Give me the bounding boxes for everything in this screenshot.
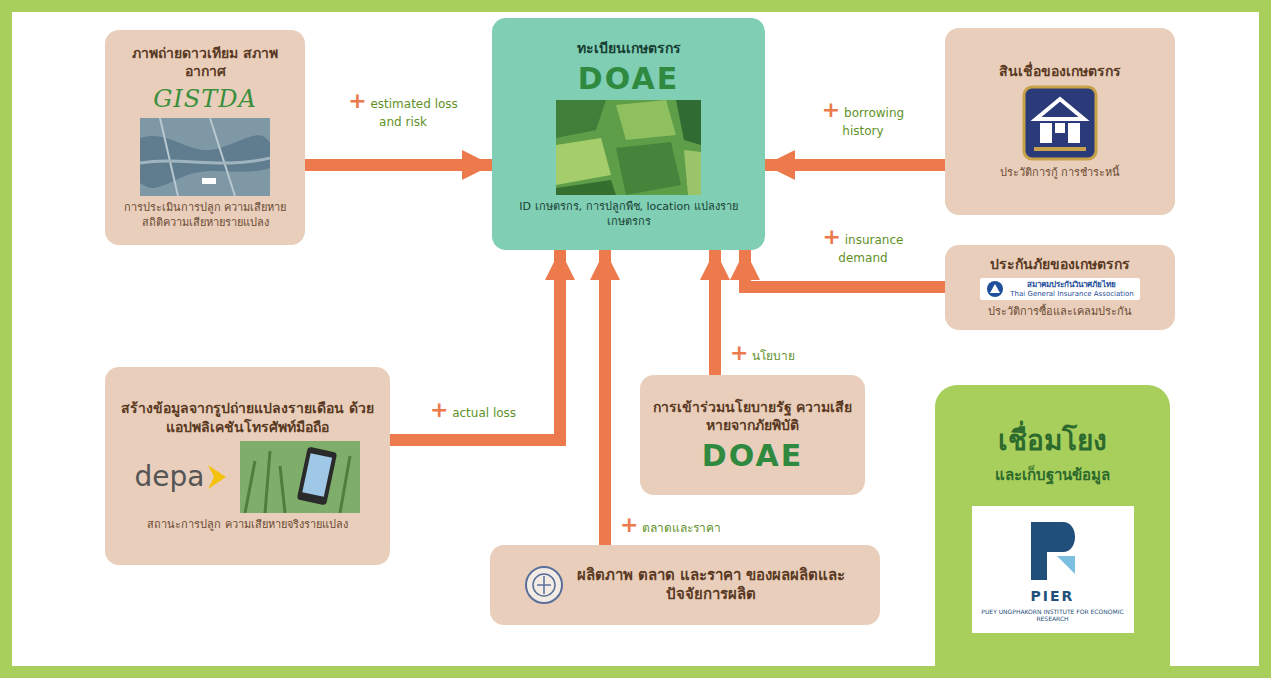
pier-group: PIER PUEY UNGPHAKORN INSTITUTE FOR ECONOM… (972, 506, 1134, 634)
source-box: การเข้าร่วมนโยบายรัฐ ความเสียหายจากภัยพิ… (640, 375, 865, 495)
logo-text: Thai General Insurance Association (1010, 290, 1133, 298)
row-group: depa (135, 441, 361, 513)
logo-text: depa (135, 463, 205, 491)
ministry-seal (524, 565, 564, 605)
frame-border (6, 6, 1265, 672)
node-body: ประวัติการกู้ การชำระหนี้ (1000, 166, 1121, 181)
insurance-logo-mark (986, 280, 1004, 298)
node-body: ประวัติการซื้อและเคลมประกัน (988, 305, 1132, 320)
source-box: ประกันภัยของเกษตรกร สมาคมประกันวินาศภัยไ… (945, 245, 1175, 330)
arrow-label: + insurance demand (800, 222, 926, 267)
arrow-label: + ตลาดและราคา (617, 510, 758, 540)
tgia-txt-group: สมาคมประกันวินาศภัยไทยThai General Insur… (1010, 280, 1133, 298)
node-heading: สร้างข้อมูลจากรูปถ่ายแปลงรายเดือน ด้วยแอ… (113, 399, 382, 435)
logo-text: PIER (1031, 588, 1075, 604)
phone-photo (240, 441, 360, 513)
node-heading: การเข้าร่วมนโยบายรัฐ ความเสียหายจากภัยพิ… (648, 398, 857, 434)
bank-logo (1022, 85, 1098, 161)
logo-text: PUEY UNGPHAKORN INSTITUTE FOR ECONOMIC R… (978, 608, 1128, 624)
node-heading: สินเชื่อของเกษตรกร (999, 62, 1121, 80)
database-panel: เชื่อมโยงและเก็บฐานข้อมูล PIER PUEY UNGPH… (935, 385, 1170, 672)
arrow-label: + borrowing history (800, 95, 926, 140)
node-heading: ผลิตภาพ ตลาด และราคา ของผลผลิตและปัจจัยก… (576, 566, 846, 605)
node-heading: ประกันภัยของเกษตรกร (990, 255, 1130, 273)
depa-group: depa (135, 463, 229, 491)
arrow-label: + นโยบาย (727, 338, 828, 368)
node-body: สถานะการปลูก ความเสียหายจริงรายแปลง (147, 518, 348, 533)
logo-text: DOAE (578, 62, 679, 95)
node-heading: ภาพถ่ายดาวเทียม สภาพอากาศ (113, 44, 297, 80)
panel-heading: เชื่อมโยง (998, 424, 1107, 458)
pier-logo-mark (1023, 518, 1083, 584)
flow-arrow (709, 250, 721, 375)
registry-box: ทะเบียนเกษตรกร DOAE ID เกษตรกร, การปลูกพื… (492, 18, 765, 250)
source-box: ผลิตภาพ ตลาด และราคา ของผลผลิตและปัจจัยก… (490, 545, 880, 625)
logo-text: สมาคมประกันวินาศภัยไทย (1027, 280, 1116, 290)
source-box: ภาพถ่ายดาวเทียม สภาพอากาศ GISTDA การประเม… (105, 30, 305, 245)
panel-subheading: และเก็บฐานข้อมูล (995, 463, 1110, 487)
node-heading: ทะเบียนเกษตรกร (577, 39, 681, 57)
flow-arrow (305, 159, 492, 171)
flow-arrow (390, 250, 560, 440)
source-box: สร้างข้อมูลจากรูปถ่ายแปลงรายเดือน ด้วยแอ… (105, 367, 390, 565)
farm-plot-map (556, 100, 701, 195)
logo-text: GISTDA (153, 85, 257, 113)
source-box: สินเชื่อของเกษตรกร ประวัติการกู้ การชำระ… (945, 28, 1175, 215)
depa-chevron (206, 463, 228, 491)
node-body: การประเมินการปลูก ความเสียหาย สถิติความเ… (113, 201, 297, 231)
arrow-label: + actual loss (410, 395, 536, 425)
flow-arrow (765, 159, 945, 171)
flow-arrow (599, 250, 611, 545)
arrow-label: + estimated loss and risk (340, 86, 466, 131)
logo-text: DOAE (702, 439, 803, 472)
satellite-image (140, 118, 270, 196)
tgia-group: สมาคมประกันวินาศภัยไทยThai General Insur… (980, 278, 1139, 300)
row-group: ผลิตภาพ ตลาด และราคา ของผลผลิตและปัจจัยก… (524, 565, 846, 605)
node-body: ID เกษตรกร, การปลูกพืช, location แปลงราย… (500, 200, 757, 230)
